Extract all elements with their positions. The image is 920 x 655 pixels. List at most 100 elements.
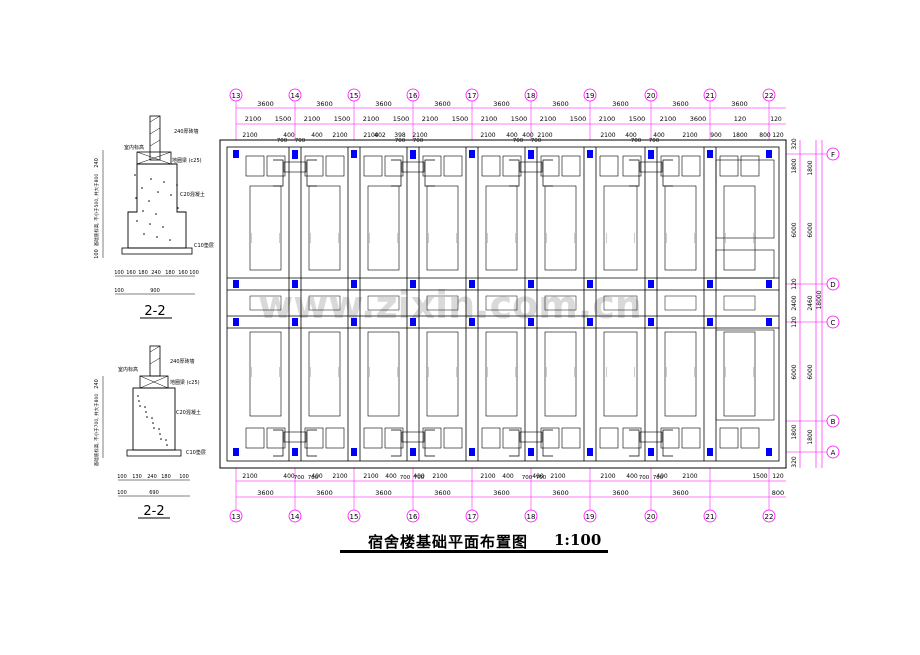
column-marker xyxy=(766,150,772,158)
top-dim3-label: 400 xyxy=(653,132,665,139)
column-marker xyxy=(587,150,593,158)
section-aggregate xyxy=(160,438,162,440)
right-dim-total-label: 18000 xyxy=(816,290,823,309)
top-dim3-label: 900 xyxy=(710,132,722,139)
bath-box-south xyxy=(561,427,581,449)
bath-box-south xyxy=(681,427,701,449)
bath-box-south xyxy=(502,427,522,449)
axis-label-bottom: 14 xyxy=(291,513,300,521)
bath-box-north xyxy=(719,155,739,177)
column-marker xyxy=(351,150,357,158)
bottom-dim1b-label: 700 xyxy=(536,475,547,481)
axis-label-bottom: 17 xyxy=(468,513,477,521)
section-aggregate xyxy=(155,213,157,215)
top-dim3-label: 2100 xyxy=(412,132,427,139)
section-aggregate xyxy=(149,223,151,225)
top-dim3-label: 2100 xyxy=(363,132,378,139)
right-dim-outer-label: 2460 xyxy=(807,295,814,310)
section-aggregate xyxy=(135,197,137,199)
corridor-box xyxy=(485,295,518,311)
top-dim3-label: 1800 xyxy=(732,132,747,139)
axis-label-top: 16 xyxy=(409,92,418,100)
top-dim2-label: 3600 xyxy=(690,115,707,123)
bottom-dim1-label: 120 xyxy=(772,473,784,480)
room-outline-north xyxy=(249,185,282,271)
top-dim2-label: 1500 xyxy=(511,115,528,123)
bottom-dim1-label: 400 xyxy=(626,473,638,480)
section-aggregate xyxy=(159,433,161,435)
top-dim-label: 3600 xyxy=(434,100,451,108)
column-marker xyxy=(233,280,239,288)
section-left-dim-label: 基础底标高, 不小于700, 并大于800 xyxy=(93,394,100,467)
bottom-dim2-label: 800 xyxy=(772,489,784,497)
column-marker xyxy=(648,318,654,326)
right-dim-inner-label: 120 xyxy=(791,316,798,328)
column-marker xyxy=(707,448,713,456)
section-aggregate xyxy=(138,400,140,402)
section-beam-x xyxy=(136,151,172,165)
corridor-box xyxy=(308,295,341,311)
top-dim3b-label: 700 xyxy=(295,138,306,144)
corridor-box xyxy=(249,295,282,311)
column-marker xyxy=(351,280,357,288)
end-room-north xyxy=(715,159,775,239)
right-dim-outer-label: 1800 xyxy=(807,429,814,444)
stair-bracket-north-inner xyxy=(401,161,425,173)
top-dim-label: 3600 xyxy=(552,100,569,108)
section-aggregate xyxy=(157,191,159,193)
top-dim2-label: 1500 xyxy=(334,115,351,123)
bath-box-south xyxy=(266,427,286,449)
column-marker xyxy=(410,280,416,288)
section-aggregate xyxy=(139,405,141,407)
column-marker xyxy=(707,318,713,326)
section-wall-hatch xyxy=(149,115,161,147)
section-label-beam: 地圈梁 (c25) xyxy=(172,157,202,164)
column-marker xyxy=(528,318,534,326)
section-label-level: 室内标高 xyxy=(124,144,144,151)
column-marker xyxy=(766,448,772,456)
stair-bracket-north-inner xyxy=(519,161,543,173)
section-bottom-dim-label: 100 xyxy=(114,270,124,276)
section-cushion xyxy=(121,247,193,255)
top-dim3-label: 400 xyxy=(283,132,295,139)
corridor-box xyxy=(367,295,400,311)
bath-box-south xyxy=(719,427,739,449)
top-dim2-label: 1500 xyxy=(393,115,410,123)
corridor-box xyxy=(723,295,756,311)
top-dim3-label: 402 xyxy=(374,132,386,139)
top-dim2-label: 2100 xyxy=(422,115,439,123)
top-dim-label: 3600 xyxy=(731,100,748,108)
bath-box-north xyxy=(325,155,345,177)
room-outline-north xyxy=(544,185,577,271)
top-dim3b-label: 700 xyxy=(413,138,424,144)
room-outline-south xyxy=(426,331,459,417)
bottom-dim1-label: 2100 xyxy=(432,473,447,480)
stair-bracket-south xyxy=(629,429,673,457)
top-dim3-label: 2100 xyxy=(600,132,615,139)
bottom-dim2-label: 3600 xyxy=(552,489,569,497)
column-marker xyxy=(648,152,654,159)
stair-bracket-north-inner xyxy=(283,161,307,173)
top-dim3-label: 120 xyxy=(772,132,784,139)
bottom-dim1-label: 2100 xyxy=(332,473,347,480)
section-label-cushion: C10垫层 xyxy=(194,242,214,249)
column-marker xyxy=(292,449,298,456)
room-outline-north xyxy=(367,185,400,271)
stair-bracket-north xyxy=(273,159,317,187)
section-aggregate xyxy=(165,439,167,441)
section-aggregate xyxy=(136,220,138,222)
right-dim-outer-label: 6000 xyxy=(807,364,814,379)
top-dim2-label: 1500 xyxy=(570,115,587,123)
bath-box-south xyxy=(660,427,680,449)
column-marker xyxy=(587,318,593,326)
stair-bracket-north-inner xyxy=(639,161,663,173)
column-marker xyxy=(233,448,239,456)
axis-label-top: 13 xyxy=(232,92,241,100)
axis-label-top: 17 xyxy=(468,92,477,100)
bottom-dim2-label: 3600 xyxy=(316,489,333,497)
section-aggregate xyxy=(166,444,168,446)
room-outline-south xyxy=(308,331,341,417)
bath-box-north xyxy=(681,155,701,177)
room-outline-north xyxy=(485,185,518,271)
section-aggregate xyxy=(143,233,145,235)
